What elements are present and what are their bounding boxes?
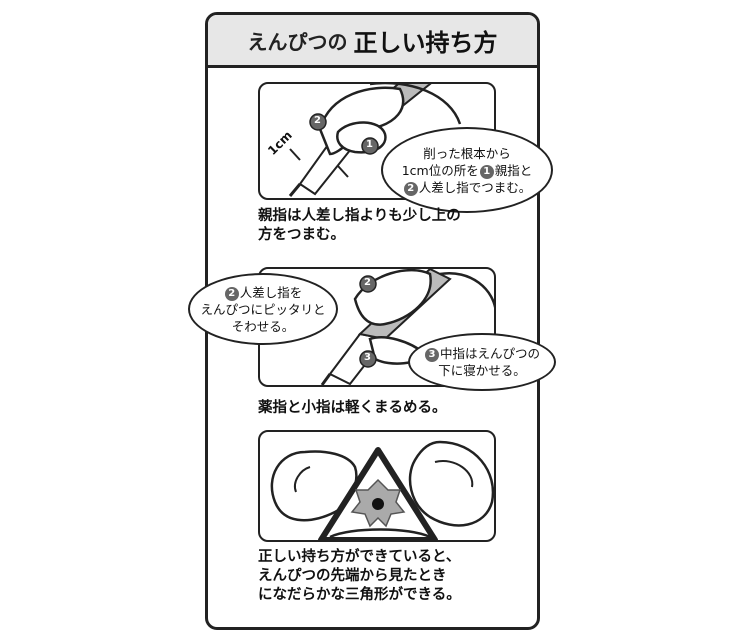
num-badge: 3 (424, 348, 439, 362)
marker-3: 3 (364, 352, 371, 363)
marker-2: 2 (314, 115, 321, 126)
bubble1-line1: 削った根本から (423, 145, 511, 161)
hand-illustration-1 (288, 84, 462, 197)
marker-1: 1 (366, 139, 373, 150)
caption-step1: 親指は人差し指よりも少し上の 方をつまむ。 (258, 208, 461, 243)
num-badge: 1 (479, 164, 494, 179)
panel-triangle (258, 430, 496, 542)
triangle-illustration (270, 440, 494, 540)
marker-2: 2 (364, 277, 371, 288)
num-badge: 2 (224, 286, 239, 301)
bubble2-line2: えんぴつにピッタリと (200, 301, 326, 317)
num-badge: 2 (403, 181, 418, 196)
caption-step3: 正しい持ち方ができていると、 えんぴつの先端から見たとき になだらかな三角形がで… (258, 549, 461, 603)
bubble2-line3: そわせる。 (231, 318, 295, 334)
title-main: 正しい持ち方 (353, 28, 498, 57)
title-bar: えんぴつの 正しい持ち方 (208, 15, 537, 68)
title-prefix: えんぴつの (247, 29, 348, 54)
caption-step2: 薬指と小指は軽くまるめる。 (258, 400, 447, 416)
bubble3-line2: 下に寝かせる。 (438, 363, 526, 378)
